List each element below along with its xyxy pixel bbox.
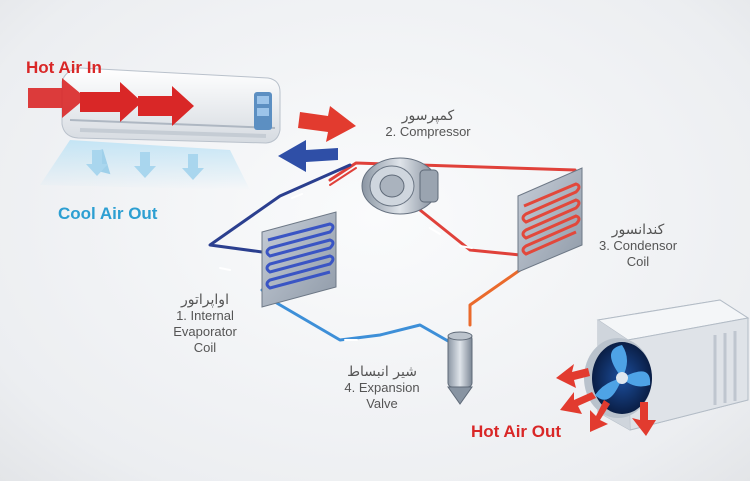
compressor-label: کمپرسور 2. Compressor xyxy=(368,108,488,140)
compressor-label-en: 2. Compressor xyxy=(385,124,471,139)
outdoor-unit xyxy=(584,299,750,431)
condenser-label-en-1: 3. Condensor xyxy=(598,238,678,253)
condenser-label-en-2: Coil xyxy=(626,254,650,269)
cool-air-out-label: Cool Air Out xyxy=(58,204,158,223)
hot-air-in-label: Hot Air In xyxy=(26,58,102,77)
valve-label-en-2: Valve xyxy=(366,396,398,411)
condenser-label-fa: کندانسور xyxy=(611,222,665,238)
evaporator-label-en-3: Coil xyxy=(193,340,217,355)
cool-air-flow xyxy=(40,140,250,190)
evaporator-label-fa: اواپراتور xyxy=(181,292,229,308)
compressor-label-fa: کمپرسور xyxy=(401,108,455,124)
evaporator-label: اواپراتور 1. Internal Evaporator Coil xyxy=(160,292,250,356)
evaporator-label-en-2: Evaporator xyxy=(173,324,237,339)
fan-icon xyxy=(595,345,651,400)
air-exchange-arrows xyxy=(278,106,356,172)
valve-label-fa: شیر انبساط xyxy=(347,364,417,380)
hot-air-out-label: Hot Air Out xyxy=(471,422,562,441)
evaporator-label-en-1: 1. Internal xyxy=(176,308,234,323)
expansion-valve xyxy=(447,331,473,405)
condenser-coil xyxy=(517,167,583,273)
valve-label-en-1: 4. Expansion xyxy=(344,380,420,395)
valve-label: شیر انبساط 4. Expansion Valve xyxy=(330,364,434,412)
hot-air-in-arrows xyxy=(28,78,194,126)
compressor xyxy=(361,157,439,215)
hot-air-out-arrows xyxy=(556,364,656,436)
condenser-label: کندانسور 3. Condensor Coil xyxy=(590,222,686,270)
evaporator-coil xyxy=(261,211,337,308)
